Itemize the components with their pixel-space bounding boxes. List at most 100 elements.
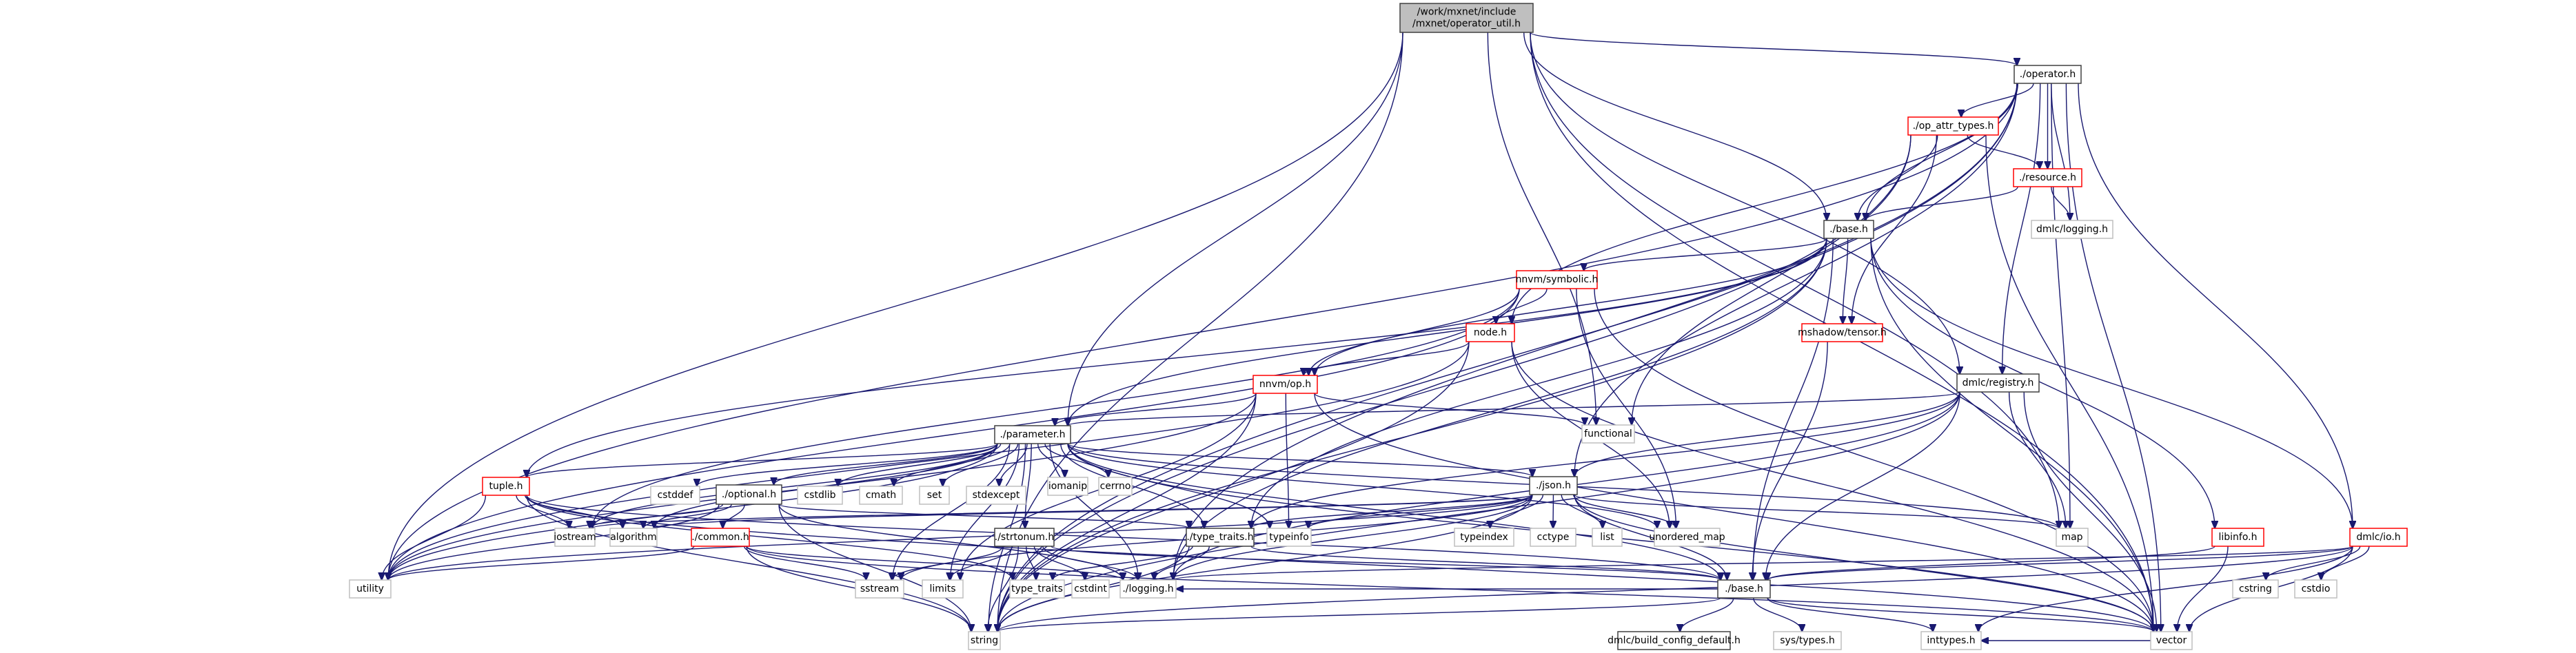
node-label: cstring [2239,583,2272,594]
edge-optional-to-string [778,504,971,632]
edge-common-to-logging [746,546,1123,580]
node-cstdio: cstdio [2294,579,2337,599]
edge-op-to-functional [1314,393,1585,425]
node-label: libinfo.h [2219,532,2258,543]
edge-base_mx-to-base_dmlc [1753,238,1834,580]
edge-json-to-unordered_map [1572,494,1676,528]
node-symbolic[interactable]: nnvm/symbolic.h [1516,270,1599,289]
node-logging: ./logging.h [1119,579,1177,599]
edge-op_attr_types-to-functional [1632,134,1911,425]
node-op[interactable]: nnvm/op.h [1252,375,1318,394]
node-box [1956,373,2040,393]
node-parameter[interactable]: ./parameter.h [994,425,1071,444]
node-libinfo[interactable]: libinfo.h [2211,528,2264,547]
edge-dmlc_io-to-cstdio [2321,546,2370,580]
edge-symbolic-to-op [1308,288,1520,375]
edge-operator-to-map [2051,83,2070,528]
node-dmlc-io[interactable]: dmlc/io.h [2349,528,2408,547]
edge-parameter-to-cstddef [697,443,998,486]
node-strtonum[interactable]: ./strtonum.h [994,528,1055,547]
edge-tensor-to-base_dmlc [1752,341,1828,580]
edge-type_traits_h-to-type_traits [1053,546,1193,580]
edge-common-to-utility [388,546,695,580]
node-common[interactable]: ./common.h [691,528,750,547]
edge-op_attr_types-to-resource [1967,134,2040,169]
node-box [1266,528,1312,547]
node-label: ./type_traits.h [1186,532,1253,543]
node-label: cstdio [2302,583,2331,594]
node-label: tuple.h [489,481,523,492]
node-label: typeindex [1460,532,1508,543]
edge-parameter-to-iomanip [1037,443,1065,477]
node-box [650,486,700,505]
node-box [1907,116,1999,136]
node-tensor[interactable]: mshadow/tensor.h [1798,323,1887,342]
node-operator[interactable]: ./operator.h [2014,65,2082,84]
node-algorithm: algorithm [609,528,658,547]
node-box [1186,528,1255,547]
node-box [968,631,1001,650]
edge-dmlc_io-to-logging [1173,546,2353,580]
node-base-dmlc[interactable]: ./base.h [1717,579,1771,599]
edge-base_dmlc-to-build_config [1680,597,1734,632]
node-base-mx[interactable]: ./base.h [1823,220,1874,239]
node-box [1617,631,1731,650]
node-label: dmlc/registry.h [1963,377,2034,388]
edge-symbolic-to-vector [1594,288,2153,632]
node-iomanip: iomanip [1047,477,1088,496]
node-label: /mxnet/operator_util.h [1412,19,1521,30]
node-label: dmlc/build_config_default.h [1608,635,1741,646]
edge-json-to-logging [1173,494,1533,580]
node-optional[interactable]: ./optional.h [716,484,782,505]
node-list: list [1592,528,1623,547]
node-label: ./op_attr_types.h [1913,121,1994,132]
node-label: type_traits [1011,583,1063,594]
node-cctype: cctype [1530,528,1576,547]
edge-parameter-to-stdexcept [1000,443,1028,486]
edge-symbolic-to-iostream [592,288,1520,528]
node-box [1454,528,1514,547]
node-op-attr-types[interactable]: ./op_attr_types.h [1907,116,1999,136]
node-type-traits-h[interactable]: ./type_traits.h [1186,528,1255,547]
node-box [2232,579,2279,599]
node-build-config[interactable]: dmlc/build_config_default.h [1608,631,1741,650]
edge-base_mx-to-tuple [527,238,1827,477]
edge-parameter-to-json [1067,443,1532,477]
node-label: set [927,490,942,501]
edge-optional-to-utility [388,504,720,580]
edge-dmlc_io-to-base_dmlc [1767,546,2353,580]
edge-base_dmlc-to-sys_types [1753,597,1802,632]
node-label: ./strtonum.h [995,532,1054,543]
node-box [2349,528,2408,547]
node-label: list [1600,532,1614,543]
node-string: string [968,631,1001,650]
edge-parameter-to-optional [774,443,998,485]
node-cstddef: cstddef [650,486,700,505]
edge-root-to-functional [1487,32,1596,425]
edge-type_traits_h-to-base_dmlc [1250,546,1721,580]
node-json[interactable]: ./json.h [1529,476,1578,495]
node-root[interactable]: /work/mxnet/include/mxnet/operator_util.… [1399,3,1534,33]
edge-node-to-op [1304,341,1470,375]
node-registry[interactable]: dmlc/registry.h [1956,373,2040,393]
edge-base_mx-to-symbolic [1584,238,1827,271]
edge-base_dmlc-to-inttypes [1767,597,1933,632]
node-resource[interactable]: ./resource.h [2013,168,2082,187]
edge-op-to-vector [1314,393,2153,632]
node-box [1071,579,1110,599]
node-label: ./base.h [1725,583,1763,594]
node-stdexcept: stdexcept [966,486,1026,505]
node-label: cerrno [1100,481,1131,492]
node-cmath: cmath [859,486,903,505]
node-box [691,528,750,547]
node-label: iomanip [1048,481,1087,492]
edge-operator-to-vector [2065,83,2160,632]
edge-json-to-typeindex [1490,494,1544,528]
node-node[interactable]: node.h [1466,323,1515,342]
edge-operator-to-json [1574,83,2018,477]
edge-libinfo-to-vector [2177,546,2229,632]
node-label: dmlc/logging.h [2036,224,2108,235]
node-tuple[interactable]: tuple.h [482,477,530,496]
node-label: unordered_map [1649,532,1725,543]
edge-base_mx-to-vector [1870,238,2153,632]
